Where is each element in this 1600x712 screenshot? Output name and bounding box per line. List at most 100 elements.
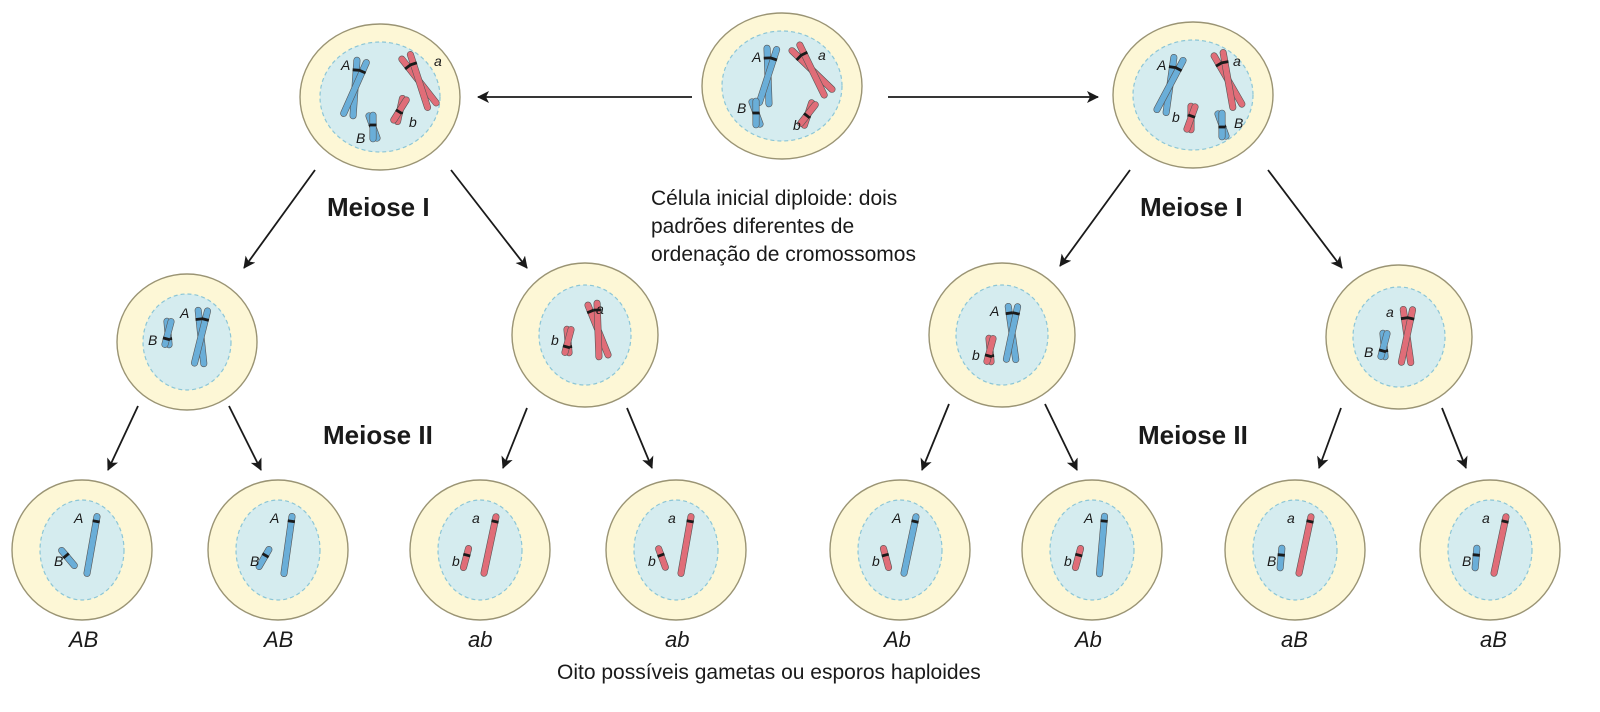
meiose-i-label-left: Meiose I <box>327 192 430 222</box>
caption-line-1: Célula inicial diploide: dois <box>651 187 898 210</box>
chromosome-b: b <box>1064 545 1085 571</box>
chromosome-b: b <box>1172 102 1199 134</box>
chromosome-a: a <box>1386 304 1417 367</box>
arrows-layer <box>107 91 1468 471</box>
chromosome-A: A <box>751 44 781 108</box>
chromosome-B: B <box>54 546 78 570</box>
allele-label: b <box>551 332 559 348</box>
arrow-meiosis2-2 <box>228 405 262 471</box>
nucleus <box>1352 286 1446 388</box>
gamete-cell-2: BA <box>207 479 349 621</box>
meiosis-i-cell-1: BA <box>116 273 258 411</box>
gamete-label-7: aB <box>1281 627 1308 652</box>
chromosome-B: B <box>1462 544 1481 572</box>
chromosome-a: a <box>472 510 500 577</box>
meiose-i-label-right: Meiose I <box>1140 192 1243 222</box>
nucleus <box>39 499 125 601</box>
gamete-label-6: Ab <box>1075 627 1102 652</box>
chromosome-A: A <box>269 510 296 578</box>
arrow-meiosis2-7 <box>1317 407 1342 469</box>
chromosome-b: b <box>551 325 575 357</box>
nucleus <box>1049 499 1135 601</box>
chromosome-a: a <box>1210 49 1246 111</box>
chromosome-b: b <box>648 545 669 571</box>
gamete-cell-5: bA <box>829 479 971 621</box>
gamete-label-2: AB <box>264 627 294 652</box>
chromosome-a: a <box>788 41 836 99</box>
allele-label: B <box>356 130 365 146</box>
chromosome-a: a <box>398 51 442 111</box>
gamete-cell-1: BA <box>11 479 153 621</box>
allele-label: b <box>1064 553 1072 569</box>
allele-label: B <box>737 100 746 116</box>
allele-label: b <box>1172 109 1180 125</box>
allele-label: b <box>409 114 417 130</box>
allele-label: a <box>1386 304 1394 320</box>
chromosome-a: a <box>1482 510 1510 577</box>
allele-label: B <box>148 332 157 348</box>
nucleus <box>437 499 523 601</box>
chromosome-a: a <box>584 299 612 361</box>
footer-caption: Oito possíveis gametas ou esporos haploi… <box>557 661 981 684</box>
gamete-cell-3: ba <box>409 479 551 621</box>
allele-label: B <box>1234 115 1243 131</box>
arrow-meiosis1-1 <box>243 169 316 269</box>
chromosome-b: b <box>872 545 893 571</box>
allele-label: B <box>54 553 63 569</box>
allele-label: a <box>596 301 604 317</box>
allele-label: a <box>1233 53 1241 69</box>
chromosome-b: b <box>390 94 417 130</box>
allele-label: A <box>891 510 901 526</box>
gamete-cell-4: ba <box>605 479 747 621</box>
gamete-cell-6: bA <box>1021 479 1163 621</box>
chromosome-A: A <box>179 305 211 368</box>
chromosome-A: A <box>1153 53 1187 117</box>
allele-label: b <box>452 553 460 569</box>
initial-cell-caption: Célula inicial diploide: dois padrões di… <box>651 185 916 269</box>
allele-label: a <box>472 510 480 526</box>
allele-label: B <box>1364 344 1373 360</box>
chromosome-B: B <box>148 317 175 349</box>
allele-label: B <box>1267 553 1276 569</box>
gamete-cell-8: Ba <box>1419 479 1561 621</box>
meiose-ii-label-right: Meiose II <box>1138 420 1248 450</box>
caption-line-2: padrões diferentes de <box>651 215 855 238</box>
allele-label: B <box>1462 553 1471 569</box>
arrow-meiosis2-1 <box>107 405 139 471</box>
allele-label: a <box>434 53 442 69</box>
gamete-label-8: aB <box>1480 627 1507 652</box>
allele-label: A <box>179 305 189 321</box>
arrow-meiosis2-6 <box>1044 403 1078 471</box>
arrow-meiosis1-3 <box>1059 169 1131 267</box>
nucleus <box>1252 499 1338 601</box>
nucleus <box>1447 499 1533 601</box>
chromosome-a: a <box>1287 510 1315 577</box>
allele-label: A <box>1083 510 1093 526</box>
allele-label: A <box>1156 57 1166 73</box>
chromosome-B: B <box>356 111 381 146</box>
allele-label: a <box>818 47 826 63</box>
meiosis-i-cell-2: ba <box>511 262 659 408</box>
gamete-label-3: ab <box>468 627 493 652</box>
chromosome-b: b <box>972 334 997 366</box>
gamete-label-4: ab <box>665 627 690 652</box>
allele-label: A <box>989 303 999 319</box>
allele-label: b <box>872 553 880 569</box>
chromosome-B: B <box>737 97 764 129</box>
allele-label: A <box>73 510 83 526</box>
allele-label: a <box>668 510 676 526</box>
meiosis-i-cell-3: bA <box>928 262 1076 408</box>
gamete-label-1: AB <box>69 627 99 652</box>
chromosome-a: a <box>668 510 695 577</box>
chromosome-B: B <box>1364 329 1391 361</box>
caption-line-3: ordenação de cromossomos <box>651 243 916 266</box>
chromosome-A: A <box>891 510 920 577</box>
nucleus <box>538 284 632 386</box>
allele-label: b <box>793 117 801 133</box>
meiose-ii-label-left: Meiose II <box>323 420 433 450</box>
chromosome-A: A <box>989 302 1022 364</box>
chromosome-A: A <box>1083 510 1109 578</box>
